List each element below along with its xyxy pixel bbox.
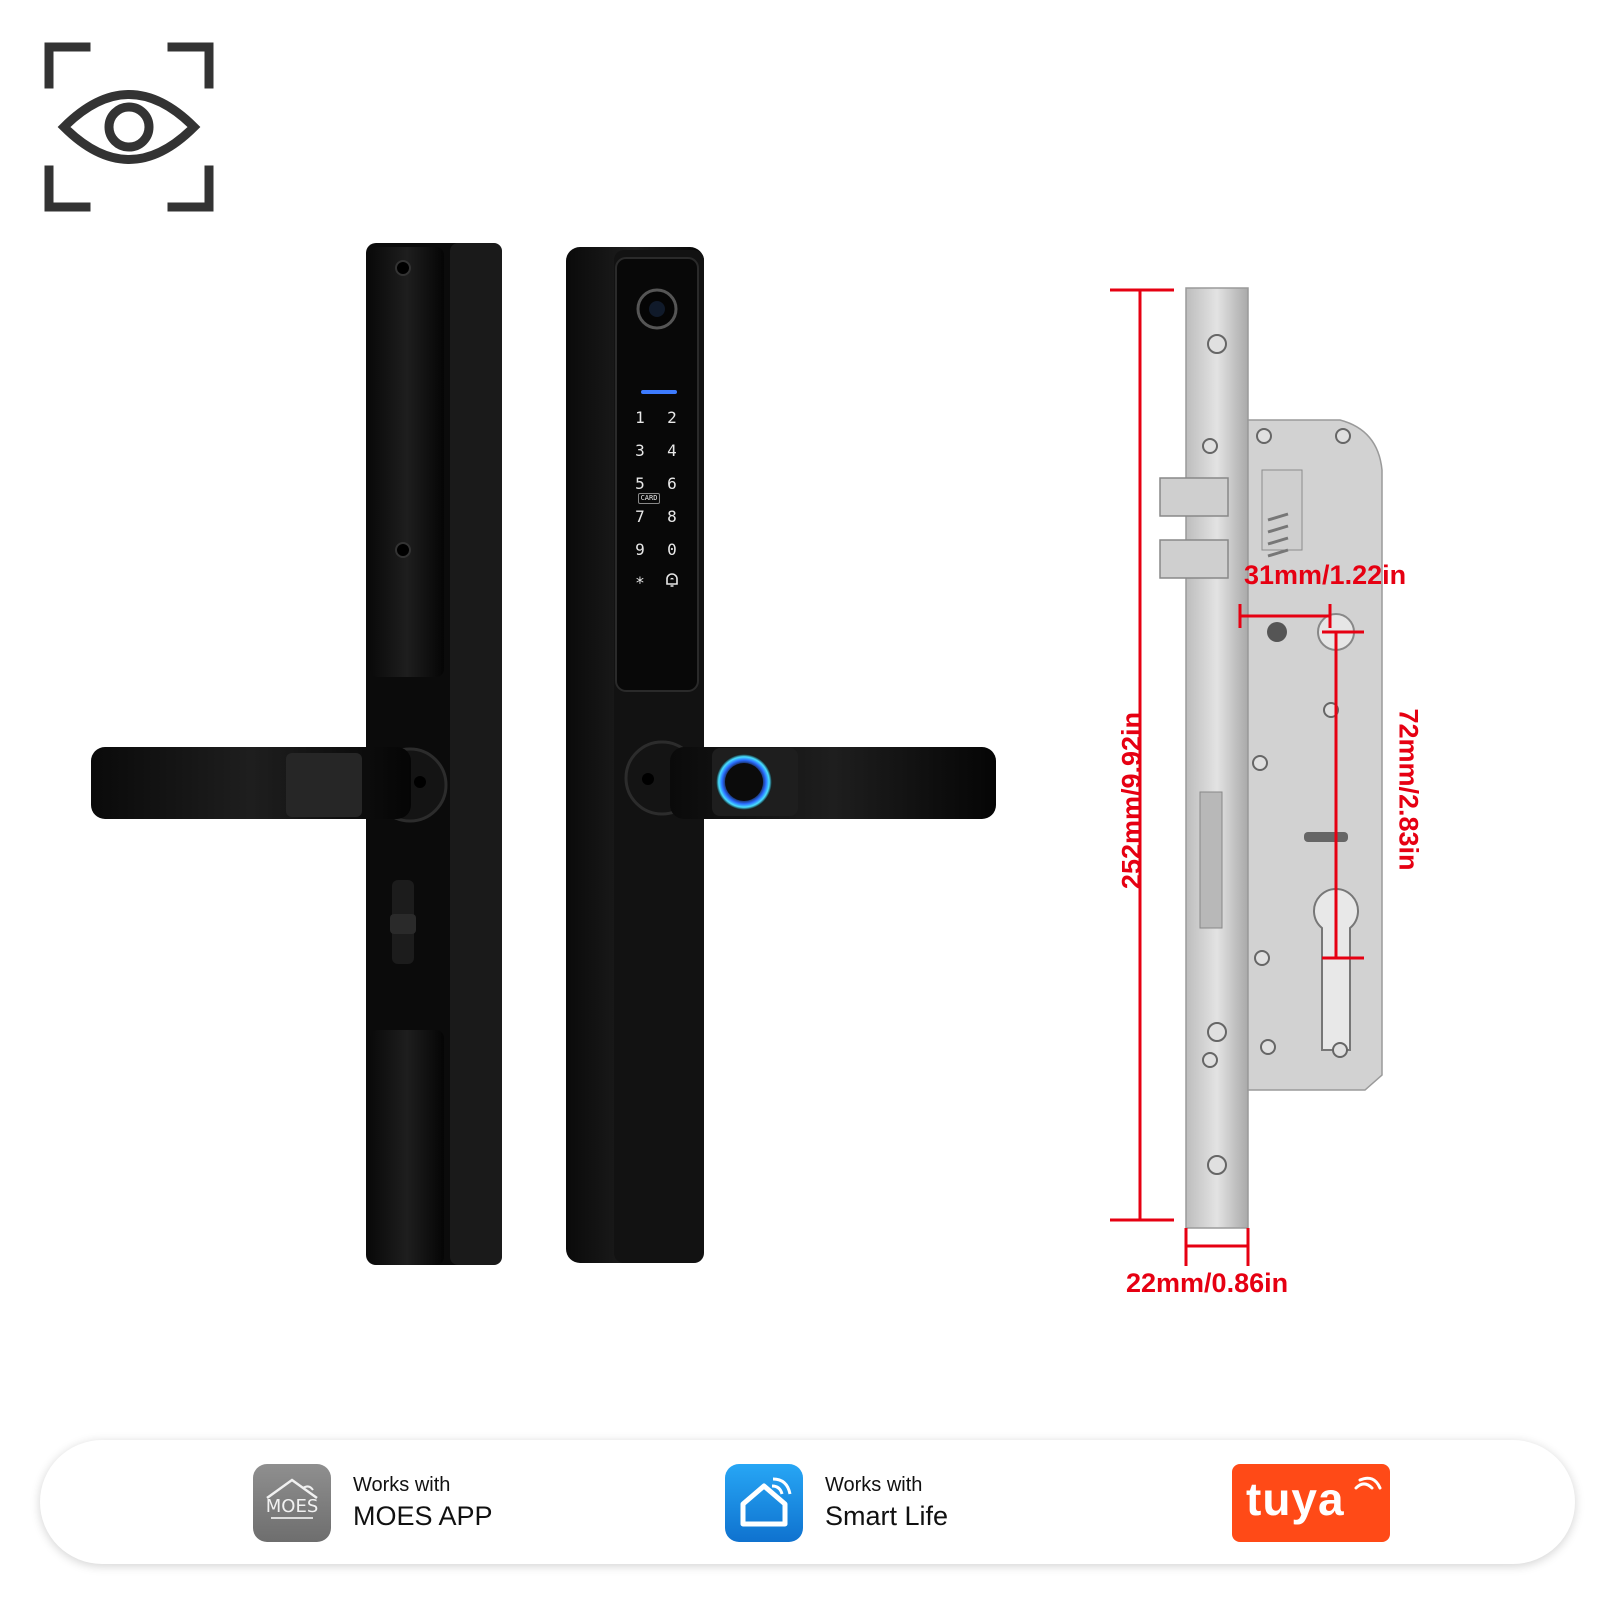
inner-lever-handle — [91, 747, 411, 819]
moes-app-name: MOES APP — [353, 1501, 493, 1531]
doorbell-icon[interactable] — [662, 571, 682, 593]
smart-life-app-name: Smart Life — [825, 1501, 949, 1531]
moes-works-with: Works with — [353, 1474, 451, 1496]
moes-logo-icon: MOES — [253, 1464, 331, 1542]
smart-life-badge: Works with Smart Life — [725, 1464, 1025, 1542]
moes-app-badge: MOES Works with MOES APP — [253, 1464, 553, 1542]
keypad-key-2[interactable]: 2 — [667, 408, 677, 427]
compatibility-bar: MOES Works with MOES APP Works with Smar… — [40, 1440, 1575, 1564]
moes-logo-text: MOES — [266, 1496, 319, 1517]
fingerprint-sensor-icon — [716, 754, 772, 810]
keypad-key-5[interactable]: 5 — [635, 474, 645, 493]
dimension-faceplate-width-label: 22mm/0.86in — [1126, 1268, 1289, 1298]
keypad: .k { position:absolute; color:#e8e8e8; f… — [628, 408, 694, 608]
keypad-key-7[interactable]: 7 — [635, 507, 645, 526]
dimension-backset-label: 31mm/1.22in — [1244, 560, 1407, 590]
dimension-center-distance-label: 72mm/2.83in — [1393, 708, 1424, 871]
tuya-logo-text: tuya — [1246, 1473, 1345, 1525]
keypad-key-9[interactable]: 9 — [635, 540, 645, 559]
tuya-logo: tuya — [1232, 1464, 1390, 1542]
dimension-lines — [1110, 288, 1364, 1266]
outer-lock-body — [566, 247, 704, 1263]
card-reader-label: CARD — [638, 493, 660, 504]
mortise-lock-body — [1159, 287, 1383, 1229]
keypad-key-1[interactable]: 1 — [635, 408, 645, 427]
keypad-key-4[interactable]: 4 — [667, 441, 677, 460]
keypad-key-3[interactable]: 3 — [635, 441, 645, 460]
tuya-wifi-icon — [1354, 1476, 1382, 1490]
smart-life-works-with: Works with — [825, 1474, 923, 1496]
eye-scan-icon — [44, 42, 214, 212]
keypad-key-6[interactable]: 6 — [667, 474, 677, 493]
keypad-key-0[interactable]: 0 — [667, 540, 677, 559]
keypad-key-star[interactable]: * — [635, 573, 645, 592]
keypad-key-8[interactable]: 8 — [667, 507, 677, 526]
dimension-height-label: 252mm/9.92in — [1116, 711, 1147, 890]
smart-life-house-icon — [725, 1464, 803, 1542]
